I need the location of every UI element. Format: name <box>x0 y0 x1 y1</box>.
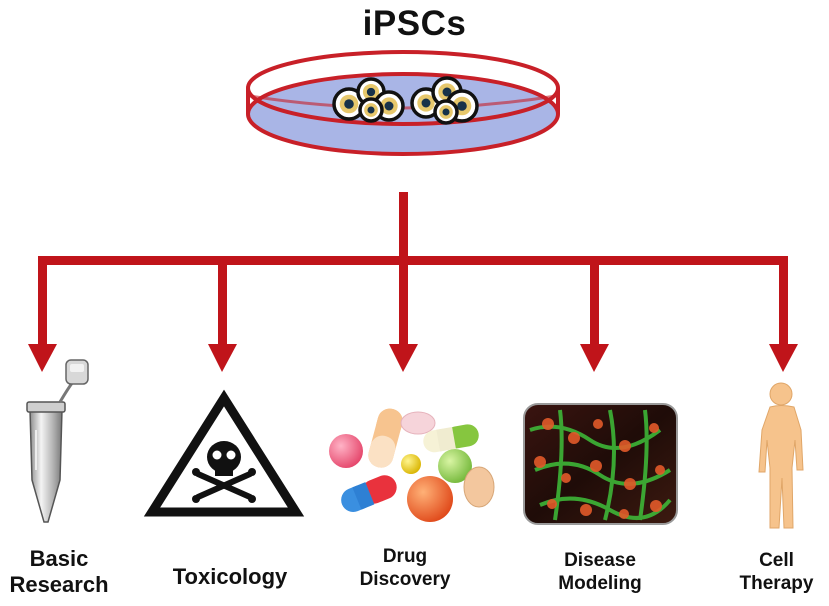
label-line: Drug <box>382 546 428 567</box>
ipsc-cell-core <box>442 108 450 116</box>
ipsc-cell-core <box>367 106 375 114</box>
ipsc-cell-core <box>421 98 431 108</box>
microtube-icon <box>26 359 89 523</box>
pills-icon <box>329 408 495 522</box>
label-line: Toxicology <box>172 564 288 589</box>
label-drug-discovery: Drug Discovery <box>340 546 470 592</box>
cell-culture-micrograph-icon <box>523 403 678 525</box>
ipsc-cell-core <box>442 87 452 97</box>
petri-dish-icon <box>246 50 560 156</box>
label-line: Basic <box>29 546 89 571</box>
arrow-head-disease-modeling <box>580 344 609 372</box>
ipsc-cell-core <box>384 101 394 111</box>
label-line: Research <box>9 572 109 598</box>
label-cell-therapy: Cell Therapy <box>724 550 829 596</box>
diagram-title: iPSCs <box>362 4 467 43</box>
arrow-head-cell-therapy <box>769 344 798 372</box>
arrow-head-toxicology <box>208 344 237 372</box>
label-line: Discovery <box>359 568 451 590</box>
label-basic-research: Basic Research <box>0 546 118 599</box>
arrow-head-basic-research <box>28 344 57 372</box>
toxic-skull-icon <box>143 389 305 517</box>
label-line: Cell <box>759 550 794 571</box>
label-toxicology: Toxicology <box>140 564 320 590</box>
label-disease-modeling: Disease Modeling <box>530 550 670 596</box>
label-line: Modeling <box>558 572 642 594</box>
ipsc-cell-core <box>366 87 376 97</box>
ipsc-cell-core <box>457 101 467 111</box>
arrow-head-drug-discovery <box>389 344 418 372</box>
label-line: Therapy <box>739 572 814 594</box>
label-line: Disease <box>564 550 636 571</box>
human-silhouette-icon <box>758 382 804 529</box>
ipsc-cells <box>332 76 479 125</box>
ipsc-cell-core <box>344 99 354 109</box>
arrow-tree <box>28 192 798 372</box>
